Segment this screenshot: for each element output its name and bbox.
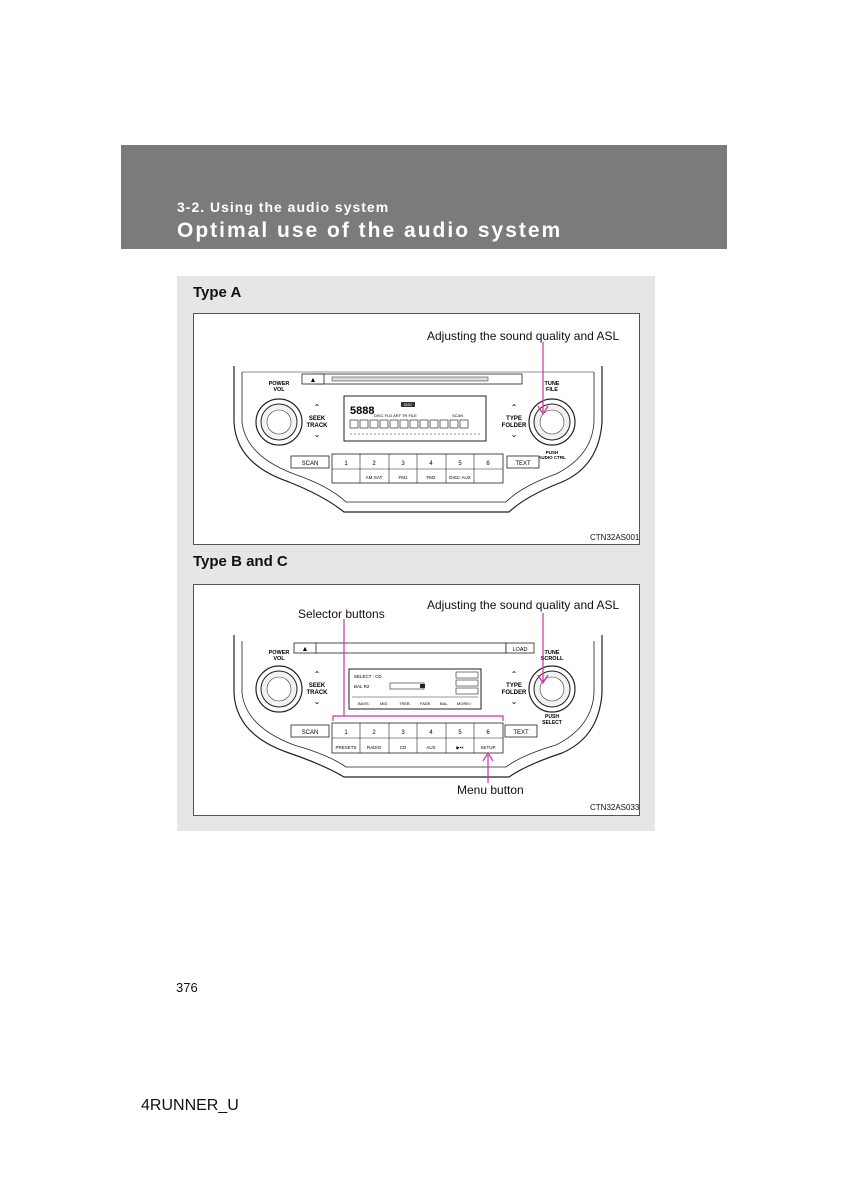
preset-6-b: 6 [486, 730, 490, 736]
callout-menu-button: Menu button [457, 783, 524, 797]
section-label: 3-2. Using the audio system [177, 199, 390, 215]
selector-radio: RADIO [367, 745, 382, 750]
power-vol-label-b: POWER [269, 650, 290, 656]
eject-label-b: ▲ [302, 646, 309, 653]
page-title: Optimal use of the audio system [177, 219, 563, 242]
sub-fm1: FM1 [399, 475, 408, 480]
selector-play-pause: ▶•⏸ [456, 745, 463, 750]
tune-scroll-label: TUNE [545, 650, 560, 656]
svg-text:VOL: VOL [273, 387, 285, 393]
svg-text:FOLDER: FOLDER [502, 690, 527, 696]
menu-fade: FADE [420, 701, 431, 706]
svg-text:⌄: ⌄ [314, 430, 321, 439]
svg-text:⌄: ⌄ [511, 697, 518, 706]
selector-presets: PRESETS [335, 745, 356, 750]
callout-sound-b: Adjusting the sound quality and ASL [427, 598, 620, 612]
callout-selector-buttons: Selector buttons [298, 607, 385, 621]
svg-text:TRACK: TRACK [307, 423, 329, 429]
menu-more: MORE> [457, 701, 472, 706]
svg-text:FOLDER: FOLDER [502, 423, 527, 429]
menu-bass: BASS [358, 701, 369, 706]
svg-text:SCAN: SCAN [452, 413, 463, 418]
preset-4-b: 4 [429, 730, 433, 736]
sub-disc-aux: DISC·AUX [449, 475, 471, 480]
type-folder-label: TYPE [506, 416, 522, 422]
preset-6: 6 [486, 461, 490, 467]
sub-fm2: FM2 [427, 475, 436, 480]
header-band [121, 145, 727, 249]
preset-5-b: 5 [458, 730, 462, 736]
push-audio-ctrl-label: PUSH [546, 450, 559, 455]
svg-text:⌃: ⌃ [314, 670, 321, 679]
page-number: 376 [176, 980, 198, 995]
seek-track-label-b: SEEK [309, 683, 326, 689]
type-bc-heading: Type B and C [193, 553, 288, 570]
svg-text:VOL: VOL [273, 656, 285, 662]
display-row1: DISC FLD ART TR FILE [374, 413, 417, 418]
menu-bal: BAL [440, 701, 448, 706]
display-bal: BAL R2 [354, 684, 370, 689]
scan-button-b: SCAN [302, 730, 319, 736]
type-a-figure: ▲ POWER VOL TUNE FILE PUSH AUDIO CTRL ⌃ … [193, 313, 640, 545]
figure-code-a: CTN32AS001 [590, 533, 640, 542]
type-a-heading: Type A [193, 284, 242, 301]
svg-text:SELECT: SELECT [542, 720, 562, 726]
power-vol-label: POWER [269, 381, 290, 387]
preset-3: 3 [401, 461, 405, 467]
menu-treb: TREB [399, 701, 410, 706]
svg-text:SCROLL: SCROLL [541, 656, 564, 662]
type-a-audio-unit-illustration: ▲ POWER VOL TUNE FILE PUSH AUDIO CTRL ⌃ … [233, 342, 603, 513]
svg-text:⌃: ⌃ [314, 403, 321, 412]
seek-track-label: SEEK [309, 416, 326, 422]
figure-code-b: CTN32AS033 [590, 803, 640, 812]
text-button: TEXT [515, 461, 531, 467]
svg-text:⌃: ⌃ [511, 403, 518, 412]
eject-label: ▲ [310, 377, 317, 384]
selector-cd: CD [400, 745, 407, 750]
display-main: 5888 [350, 405, 374, 417]
preset-5: 5 [458, 461, 462, 467]
type-bc-audio-unit-illustration: ▲ LOAD POWER VOL TUNE SCROLL PUSH SELECT… [233, 613, 603, 783]
selector-aux: AUX [426, 745, 435, 750]
tune-file-label: TUNE [545, 381, 560, 387]
menu-mid: MID [380, 701, 387, 706]
selector-setup: SETUP [480, 745, 495, 750]
preset-4: 4 [429, 461, 433, 467]
svg-text:TRACK: TRACK [307, 690, 329, 696]
svg-text:⌄: ⌄ [314, 697, 321, 706]
push-select-label: PUSH [545, 714, 559, 720]
preset-2: 2 [372, 461, 376, 467]
callout-sound-a: Adjusting the sound quality and ASL [427, 329, 620, 343]
svg-text:DISC: DISC [404, 403, 413, 407]
sub-am-sat: AM·SAT [366, 475, 383, 480]
preset-1: 1 [344, 461, 348, 467]
display-select: SELECT : CD [354, 674, 382, 679]
preset-1-b: 1 [344, 730, 348, 736]
svg-text:FILE: FILE [546, 387, 558, 393]
svg-text:⌄: ⌄ [511, 430, 518, 439]
preset-3-b: 3 [401, 730, 405, 736]
text-button-b: TEXT [513, 730, 529, 736]
load-button: LOAD [513, 647, 528, 653]
preset-2-b: 2 [372, 730, 376, 736]
svg-text:⌃: ⌃ [511, 670, 518, 679]
svg-text:AUDIO CTRL: AUDIO CTRL [538, 455, 566, 460]
scan-button: SCAN [302, 461, 319, 467]
type-folder-label-b: TYPE [506, 683, 522, 689]
type-bc-figure: ▲ LOAD POWER VOL TUNE SCROLL PUSH SELECT… [193, 584, 640, 816]
footer-model: 4RUNNER_U [141, 1097, 239, 1114]
